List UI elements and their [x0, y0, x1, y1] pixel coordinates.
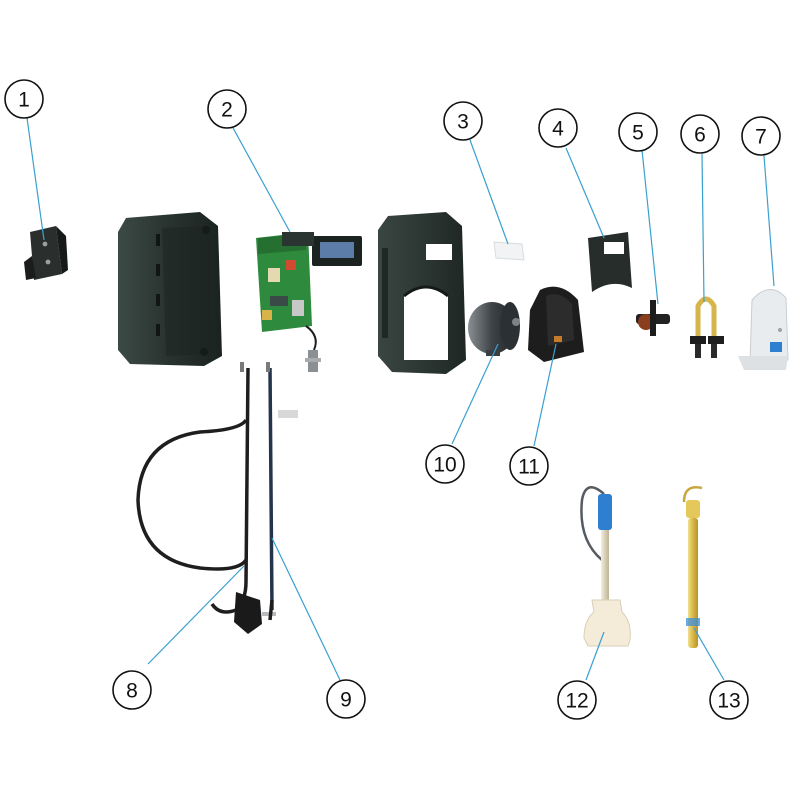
part-11-pump-head: [528, 286, 584, 362]
part-5-injection-valve: [636, 300, 670, 336]
leader-line-9: [271, 537, 341, 681]
front-cover: [378, 212, 466, 374]
callout-number: 7: [755, 126, 767, 149]
part-2-circuit-board: [256, 232, 362, 372]
callout-number: 10: [433, 454, 456, 477]
leader-line-6: [701, 153, 705, 303]
callout-number: 3: [457, 111, 469, 134]
part-7-probe-holder: [738, 289, 789, 370]
leader-line-1: [26, 117, 45, 241]
part-3-label-pad: [493, 241, 525, 261]
leader-line-13: [693, 627, 725, 681]
callout-1: 1: [4, 79, 44, 119]
callout-7: 7: [741, 116, 781, 156]
part-13-rx-probe: [682, 486, 703, 648]
callout-10: 10: [425, 444, 465, 484]
callout-4: 4: [538, 108, 578, 148]
callout-number: 4: [552, 118, 564, 141]
callout-3: 3: [443, 101, 483, 141]
callout-number: 13: [717, 690, 740, 713]
leader-line-12: [585, 631, 605, 681]
callout-number: 5: [632, 122, 644, 145]
part-9-cable: [266, 362, 298, 621]
callout-number: 2: [221, 99, 233, 122]
part-1-wall-bracket: [24, 226, 68, 280]
callout-number: 12: [565, 690, 588, 713]
callout-6: 6: [680, 114, 720, 154]
enclosure-box: [118, 212, 222, 366]
part-6-tube-assembly: [690, 296, 724, 358]
callout-11: 11: [509, 446, 549, 486]
callout-number: 1: [18, 89, 30, 112]
leader-line-3: [469, 139, 509, 245]
part-8-power-cable: [136, 362, 276, 634]
callout-number: 9: [340, 689, 352, 712]
leader-line-11: [533, 343, 557, 447]
callout-9: 9: [326, 679, 366, 719]
callout-12: 12: [557, 680, 597, 720]
callouts: 1 2 3 4 5 6 7 8: [4, 79, 781, 720]
callout-13: 13: [709, 680, 749, 720]
part-12-ph-probe: [580, 486, 631, 647]
leader-line-7: [763, 155, 775, 287]
callout-number: 8: [126, 680, 138, 703]
callout-number: 11: [518, 456, 540, 479]
leader-line-4: [565, 147, 605, 239]
callout-8: 8: [112, 670, 152, 710]
part-10-pump-motor: [468, 302, 520, 356]
callout-number: 6: [694, 124, 706, 147]
callout-5: 5: [618, 112, 658, 152]
leader-line-8: [147, 565, 245, 665]
leader-line-5: [641, 149, 659, 305]
part-4-display-overlay: [588, 232, 632, 292]
leader-lines: [26, 117, 775, 681]
callout-2: 2: [207, 89, 247, 129]
leader-line-10: [451, 343, 499, 445]
leader-line-2: [231, 125, 291, 233]
